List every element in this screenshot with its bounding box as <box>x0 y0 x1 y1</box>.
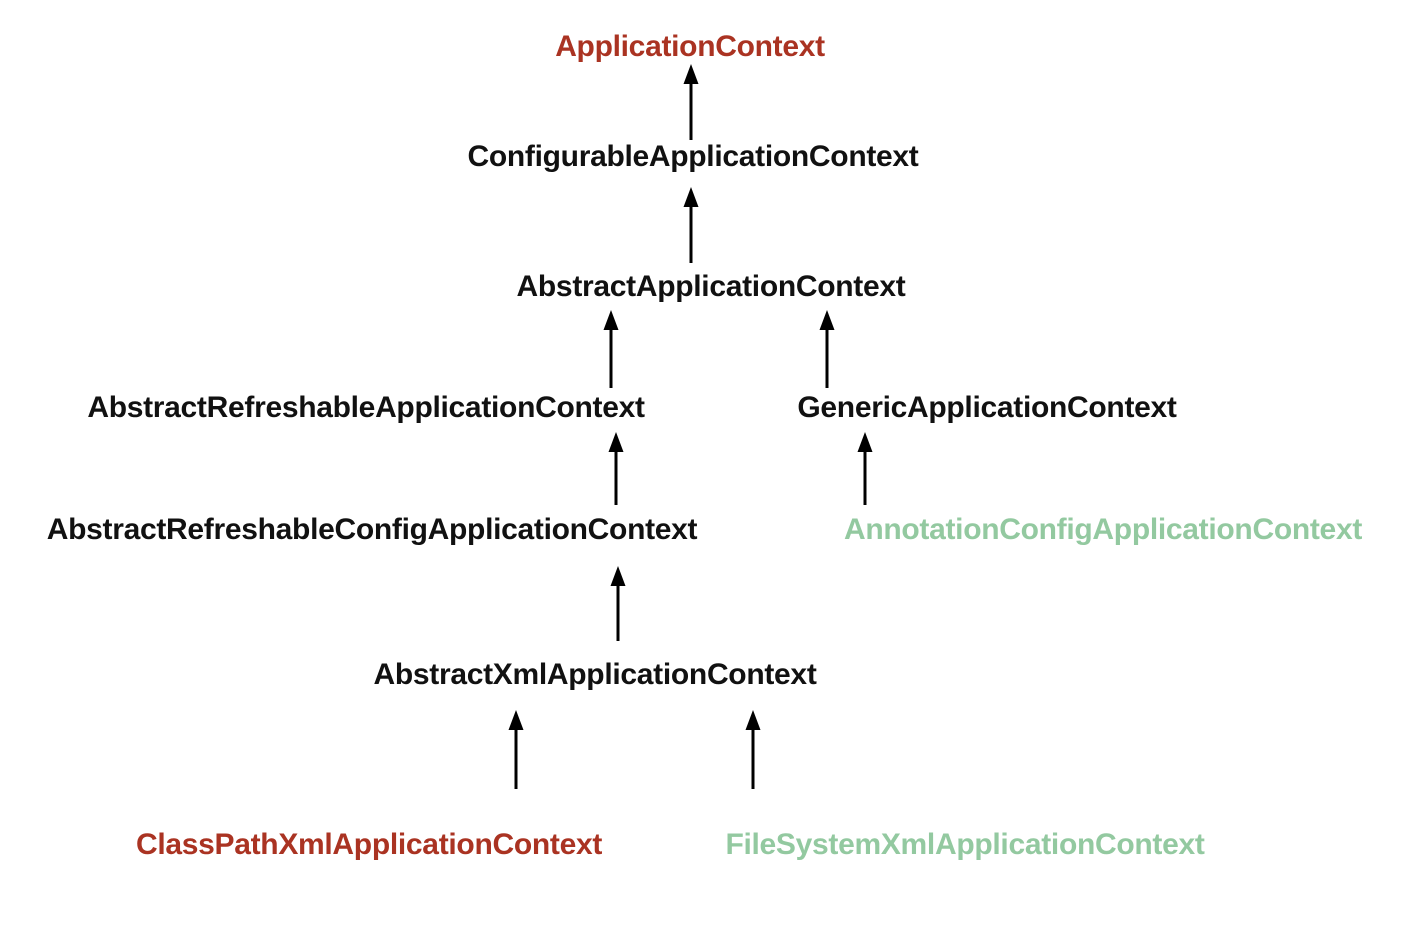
arrow-refreshableconfig-to-abstractrefreshable <box>608 432 624 505</box>
node-abstract-refreshable-config-application-context: AbstractRefreshableConfigApplicationCont… <box>46 513 698 546</box>
node-application-context: ApplicationContext <box>555 30 825 63</box>
arrow-filesystemxml-to-abstractxml <box>745 710 761 789</box>
arrow-abstractxml-to-refreshableconfig <box>610 566 626 641</box>
arrow-abstractrefreshable-to-abstract <box>603 310 619 388</box>
node-generic-application-context: GenericApplicationContext <box>797 391 1177 424</box>
node-filesystem-xml-application-context: FileSystemXmlApplicationContext <box>725 828 1205 861</box>
node-abstract-xml-application-context: AbstractXmlApplicationContext <box>373 658 817 691</box>
node-abstract-application-context: AbstractApplicationContext <box>516 270 906 303</box>
node-abstract-refreshable-application-context: AbstractRefreshableApplicationContext <box>87 391 645 424</box>
node-classpath-xml-application-context: ClassPathXmlApplicationContext <box>135 828 603 861</box>
arrow-annotationconfig-to-generic <box>857 432 873 505</box>
arrow-abstract-to-configurable <box>683 187 699 263</box>
arrow-generic-to-abstract <box>819 310 835 388</box>
node-annotation-config-application-context: AnnotationConfigApplicationContext <box>843 513 1363 546</box>
arrow-configurable-to-applicationcontext <box>683 64 699 140</box>
node-configurable-application-context: ConfigurableApplicationContext <box>467 140 919 173</box>
arrow-classpathxml-to-abstractxml <box>508 710 524 789</box>
